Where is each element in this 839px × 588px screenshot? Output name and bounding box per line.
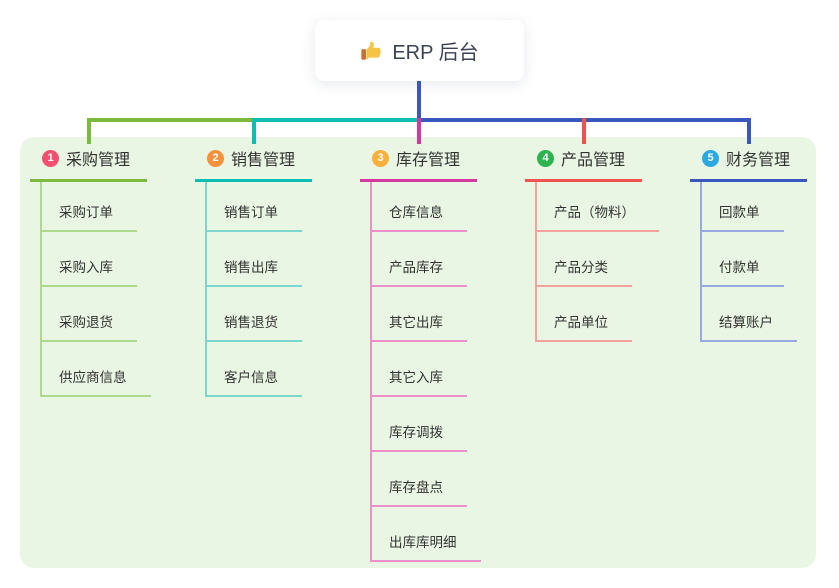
- branch-children: 仓库信息 产品库存 其它出库 其它入库 库存调拨 库存盘点 出库库明细: [370, 182, 481, 562]
- branch-title-product[interactable]: 4 产品管理: [525, 146, 642, 182]
- branch-product: 4 产品管理 产品（物料） 产品分类 产品单位: [525, 146, 659, 342]
- branch-title-inventory[interactable]: 3 库存管理: [360, 146, 477, 182]
- branch-title-sales[interactable]: 2 销售管理: [195, 146, 312, 182]
- child-node[interactable]: 销售出库: [207, 232, 302, 287]
- child-node[interactable]: 采购退货: [42, 287, 137, 342]
- branch-label: 库存管理: [396, 152, 461, 169]
- branch-label: 产品管理: [561, 152, 626, 169]
- child-node[interactable]: 产品单位: [537, 287, 632, 342]
- child-node[interactable]: 产品（物料）: [537, 182, 659, 232]
- child-node[interactable]: 客户信息: [207, 342, 302, 397]
- branch-index-badge: 3: [372, 149, 389, 167]
- branch-drop-line: [747, 118, 751, 144]
- branch-drop-line: [252, 118, 256, 144]
- branch-finance: 5 财务管理 回款单 付款单 结算账户: [690, 146, 807, 342]
- child-node[interactable]: 采购订单: [42, 182, 137, 232]
- child-node[interactable]: 其它入库: [372, 342, 467, 397]
- branch-index-badge: 4: [537, 149, 554, 167]
- branch-drop-line: [417, 118, 421, 144]
- branch-index-badge: 5: [702, 149, 719, 167]
- branch-index-badge: 2: [207, 149, 224, 167]
- branch-label: 销售管理: [231, 152, 296, 169]
- child-node[interactable]: 其它出库: [372, 287, 467, 342]
- child-node[interactable]: 库存调拨: [372, 397, 467, 452]
- child-node[interactable]: 仓库信息: [372, 182, 467, 232]
- branch-title-purchase[interactable]: 1 采购管理: [30, 146, 147, 182]
- branch-children: 销售订单 销售出库 销售退货 客户信息: [205, 182, 312, 397]
- branch-title-finance[interactable]: 5 财务管理: [690, 146, 807, 182]
- branch-children: 回款单 付款单 结算账户: [700, 182, 807, 342]
- branches-panel: [20, 137, 816, 568]
- child-node[interactable]: 供应商信息: [42, 342, 151, 397]
- branch-label: 采购管理: [66, 152, 131, 169]
- branch-inventory: 3 库存管理 仓库信息 产品库存 其它出库 其它入库 库存调拨 库存盘点 出库库…: [360, 146, 481, 562]
- child-node[interactable]: 销售订单: [207, 182, 302, 232]
- thumbs-up-icon: [360, 40, 382, 62]
- root-title: ERP 后台: [392, 42, 479, 64]
- child-node[interactable]: 采购入库: [42, 232, 137, 287]
- root-stem-line: [417, 80, 421, 120]
- branch-sales: 2 销售管理 销售订单 销售出库 销售退货 客户信息: [195, 146, 312, 397]
- branch-label: 财务管理: [726, 152, 791, 169]
- branch-children: 采购订单 采购入库 采购退货 供应商信息: [40, 182, 151, 397]
- child-node[interactable]: 出库库明细: [372, 507, 481, 562]
- branch-purchase: 1 采购管理 采购订单 采购入库 采购退货 供应商信息: [30, 146, 151, 397]
- branch-index-badge: 1: [42, 149, 59, 167]
- branch-drop-line: [87, 118, 91, 144]
- connector-segment-green: [87, 118, 252, 122]
- root-node[interactable]: ERP 后台: [315, 20, 524, 81]
- branch-children: 产品（物料） 产品分类 产品单位: [535, 182, 659, 342]
- child-node[interactable]: 付款单: [702, 232, 784, 287]
- child-node[interactable]: 结算账户: [702, 287, 797, 342]
- child-node[interactable]: 产品分类: [537, 232, 632, 287]
- child-node[interactable]: 回款单: [702, 182, 784, 232]
- branch-drop-line: [582, 118, 586, 144]
- child-node[interactable]: 库存盘点: [372, 452, 467, 507]
- child-node[interactable]: 销售退货: [207, 287, 302, 342]
- child-node[interactable]: 产品库存: [372, 232, 467, 287]
- connector-segment-teal: [252, 118, 417, 122]
